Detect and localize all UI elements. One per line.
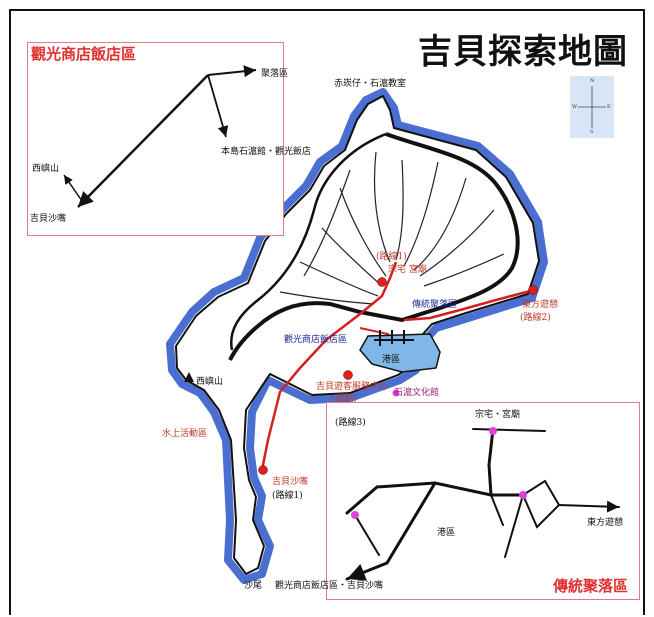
compass-s: S bbox=[590, 129, 594, 135]
label-xiyu-inset: 西嶼山 bbox=[32, 164, 60, 174]
inset-village-title: 傳統聚落區 bbox=[553, 577, 629, 595]
route-point-shore bbox=[258, 465, 268, 475]
label-visitor-center-sub: (起點) bbox=[332, 394, 358, 404]
label-shops: 觀光商店飯店區 bbox=[284, 335, 348, 345]
label-route1-top-place: 宗宅 宮廟 bbox=[388, 265, 427, 275]
label-harbor-inset: 港區 bbox=[437, 528, 456, 538]
inner-road bbox=[229, 132, 387, 351]
map-frame bbox=[9, 9, 645, 615]
label-temple-inset: 宗宅・宮廟 bbox=[475, 410, 521, 420]
route-point-east bbox=[528, 285, 538, 295]
label-bottom-inset: 觀光商店飯店區・吉貝沙嘴 bbox=[275, 581, 384, 591]
sea-ring bbox=[166, 88, 548, 584]
compass-n: N bbox=[590, 78, 595, 84]
inset-shops-diagram bbox=[63, 65, 257, 208]
route-line-north bbox=[260, 261, 398, 471]
compass-e: E bbox=[607, 104, 611, 110]
label-shop-inset: 本島石滬館・觀光飯店 bbox=[221, 147, 312, 157]
main-road bbox=[228, 132, 520, 361]
label-water-park: 水上活動區 bbox=[162, 429, 208, 439]
compass-needle bbox=[578, 86, 606, 128]
label-east-place: 東方遊憩 bbox=[522, 300, 559, 310]
label-jutong: 聚落區 bbox=[261, 69, 289, 79]
inset-shops-title: 觀光商店飯店區 bbox=[31, 45, 137, 63]
label-village: 傳統聚落區 bbox=[412, 300, 458, 310]
village-point bbox=[392, 389, 400, 397]
label-harbor: 港區 bbox=[382, 355, 401, 365]
map-title: 吉貝探索地圖 bbox=[418, 32, 628, 72]
route-line-east bbox=[403, 288, 535, 322]
label-shore: 吉貝沙嘴 bbox=[272, 477, 309, 487]
label-north: 赤崁仔・石滬教室 bbox=[334, 79, 407, 89]
label-visitor-center: 吉貝遊客服務中心 bbox=[316, 382, 389, 392]
label-stone-weir: 石滬文化館 bbox=[394, 388, 440, 398]
label-route1-bottom: (路線1) bbox=[272, 491, 303, 501]
compass-rose-icon: N S E W bbox=[570, 76, 614, 138]
harbor-pier bbox=[374, 330, 414, 346]
inset-shops-area: 觀光商店飯店區 聚落區 西嶼山 吉貝沙嘴 本島石滬館・觀光飯店 bbox=[27, 42, 311, 236]
label-shore-inset: 吉貝沙嘴 bbox=[30, 214, 67, 224]
island-outline bbox=[175, 95, 540, 575]
route-point-top bbox=[377, 277, 387, 287]
route-point-center bbox=[343, 370, 353, 380]
compass-w: W bbox=[572, 104, 578, 110]
inset-village-area: (路線3) 宗宅・宮廟 港區 東方遊憩 觀光商店飯店區・吉貝沙嘴 傳統聚落區 bbox=[275, 402, 640, 600]
label-route1-top: (路線1) bbox=[376, 252, 407, 262]
xiyu-mountain-icon bbox=[184, 372, 194, 382]
label-xiyu: 西嶼山 bbox=[196, 377, 224, 387]
label-tail: 沙尾 bbox=[244, 581, 263, 591]
trail-network bbox=[279, 151, 505, 305]
label-route2: (路線2) bbox=[520, 313, 551, 323]
label-route3: (路線3) bbox=[335, 418, 366, 428]
inset-village-diagram bbox=[345, 427, 620, 581]
label-east-inset: 東方遊憩 bbox=[587, 518, 624, 528]
